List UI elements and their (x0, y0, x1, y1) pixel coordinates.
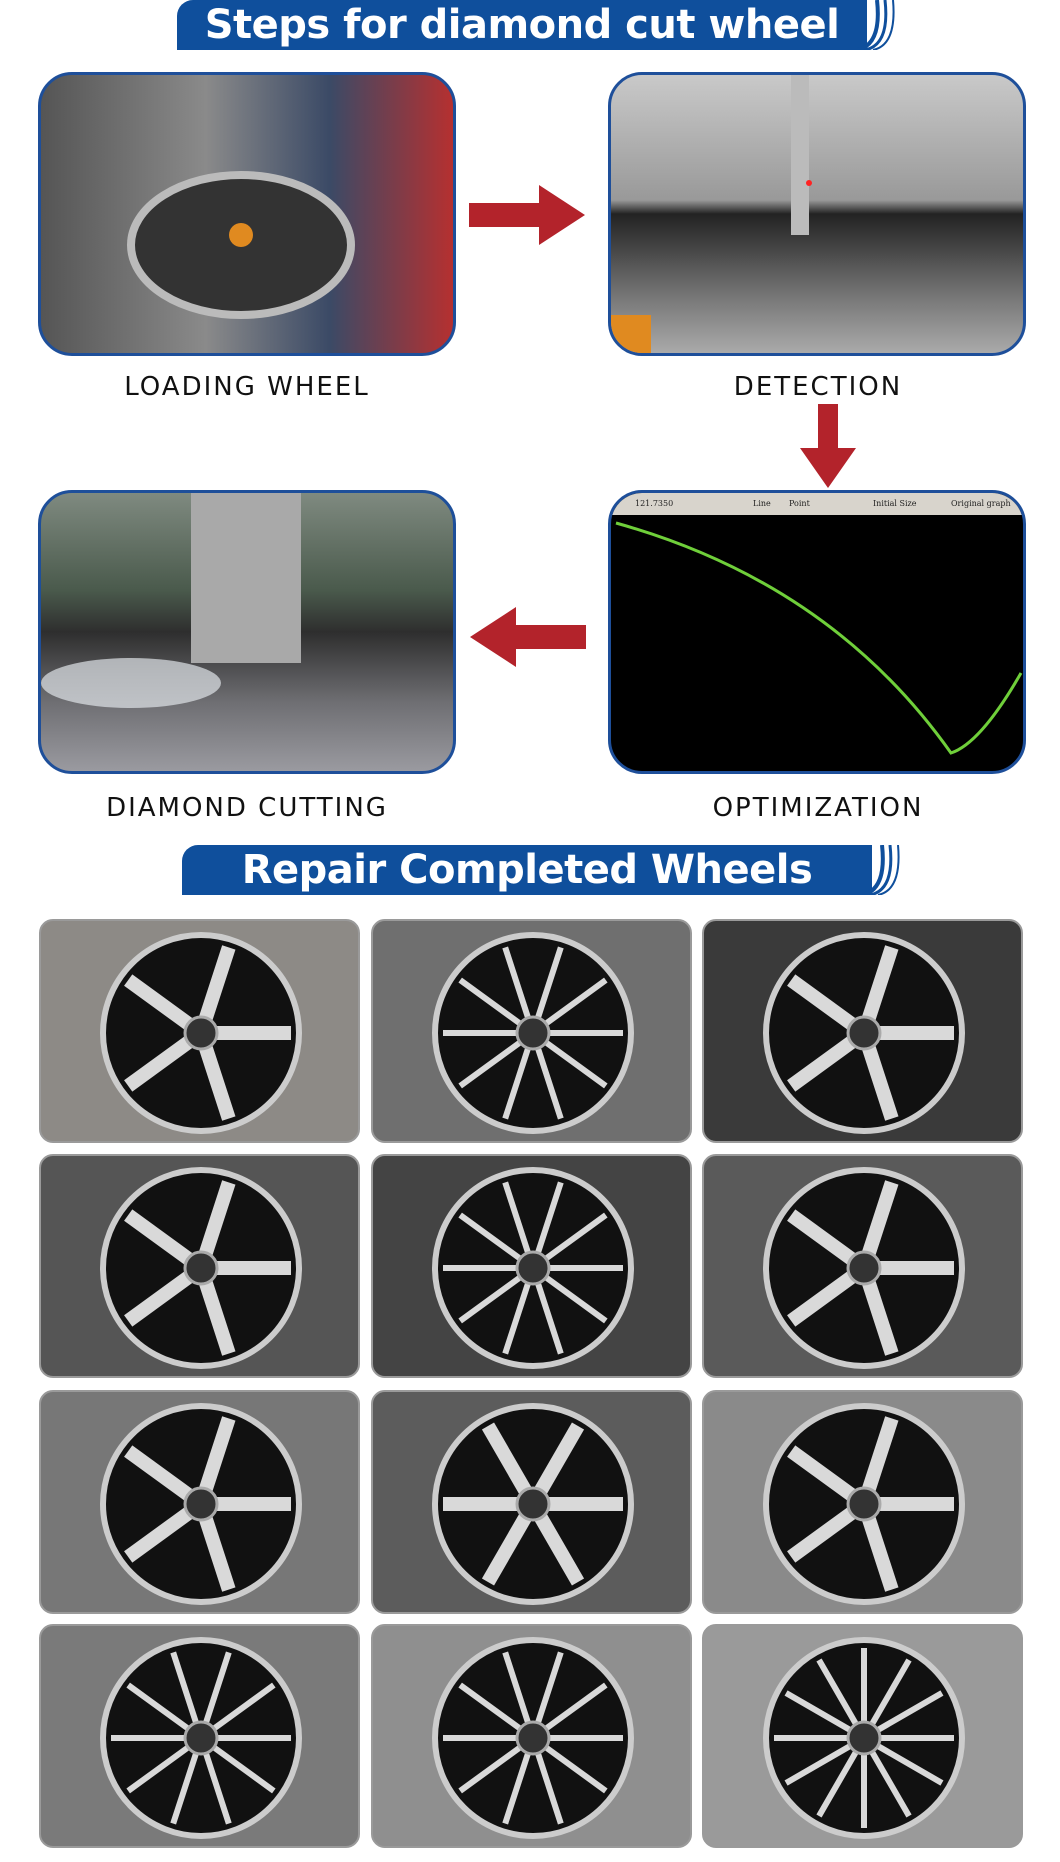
wheel-image (432, 932, 634, 1134)
wheel-image (763, 1403, 965, 1605)
original-graph-checkbox[interactable]: Original graph (951, 499, 1011, 508)
swoosh-icon (862, 845, 900, 895)
wheel-image (127, 171, 355, 319)
completed-wheel-photo (702, 919, 1023, 1143)
completed-wheel-photo (371, 1390, 692, 1614)
step-label-loading: LOADING WHEEL (124, 372, 370, 402)
radio-line[interactable]: Line (753, 499, 771, 508)
toolpath-curve (615, 521, 1023, 755)
wheel-image (100, 1637, 302, 1839)
steps-banner-title: Steps for diamond cut wheel (204, 2, 840, 48)
wheel-image (432, 1403, 634, 1605)
wheel-image (432, 1167, 634, 1369)
optimization-toolbar: 121.7350 Line Point Initial Size Origina… (611, 493, 1023, 515)
readout: 121.7350 (635, 499, 674, 508)
wheel-image (100, 1403, 302, 1605)
wheel-image (432, 1637, 634, 1839)
step-label-detection: DETECTION (733, 372, 903, 402)
probe-image (611, 75, 812, 353)
completed-wheel-photo (39, 1390, 360, 1614)
step-label-diamond-cutting: DIAMOND CUTTING (106, 793, 388, 823)
step-label-optimization: OPTIMIZATION (712, 793, 924, 823)
arrow-down-icon (800, 404, 856, 488)
arrow-left-icon (470, 607, 586, 667)
initial-size-button[interactable]: Initial Size (873, 499, 917, 508)
arrow-right-icon (469, 185, 585, 245)
wheel-image (763, 932, 965, 1134)
photo-loading-wheel (38, 72, 456, 356)
wheel-image (763, 1167, 965, 1369)
completed-wheel-photo (702, 1624, 1023, 1848)
completed-wheel-photo (39, 919, 360, 1143)
completed-wheel-photo (371, 919, 692, 1143)
optimization-screen: 121.7350 Line Point Initial Size Origina… (608, 490, 1026, 774)
photo-diamond-cutting (38, 490, 456, 774)
completed-wheel-photo (371, 1154, 692, 1378)
wheel-image (100, 932, 302, 1134)
cutting-tool-image (41, 493, 301, 708)
photo-detection (608, 72, 1026, 356)
steps-banner: Steps for diamond cut wheel (177, 0, 895, 50)
wheel-image (763, 1637, 965, 1839)
completed-banner: Repair Completed Wheels (182, 845, 900, 895)
radio-point[interactable]: Point (789, 499, 810, 508)
completed-wheel-photo (371, 1624, 692, 1848)
completed-wheel-photo (39, 1624, 360, 1848)
completed-wheel-photo (702, 1390, 1023, 1614)
wheel-image (100, 1167, 302, 1369)
completed-wheel-photo (702, 1154, 1023, 1378)
completed-wheel-photo (39, 1154, 360, 1378)
completed-banner-title: Repair Completed Wheels (241, 847, 813, 893)
swoosh-icon (857, 0, 895, 50)
